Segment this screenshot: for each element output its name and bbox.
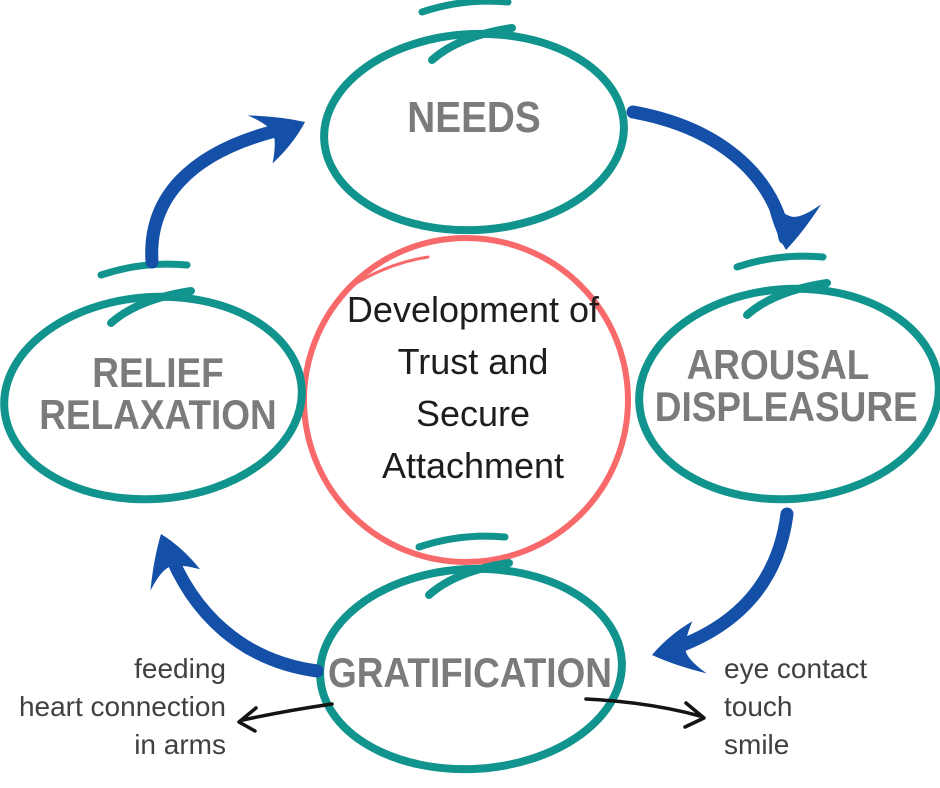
gratification-oval bbox=[316, 532, 626, 774]
annotation-right: eye contact touch smile bbox=[724, 650, 934, 764]
annotation-line: eye contact bbox=[724, 653, 868, 684]
annotation-line: feeding bbox=[134, 653, 226, 684]
center-title: Development of Trust and Secure Attachme… bbox=[346, 289, 600, 486]
arrow-arousal-to-gratification-icon bbox=[652, 507, 794, 674]
annotation-line: heart connection bbox=[18, 691, 226, 722]
arrow-gratification-to-relief-icon bbox=[150, 534, 324, 678]
stage-label-arousal-displeasure: AROUSAL DISPLEASURE bbox=[654, 341, 918, 430]
annotation-left: feeding heart connection in arms bbox=[0, 650, 226, 764]
annotation-arrow-right-icon bbox=[584, 697, 706, 729]
stage-label-relief-relaxation: RELIEF RELAXATION bbox=[39, 349, 277, 438]
annotation-line: touch bbox=[724, 691, 793, 722]
stage-label-needs: NEEDS bbox=[407, 93, 541, 142]
arrow-relief-to-needs-icon bbox=[145, 115, 305, 269]
annotation-arrow-left-icon bbox=[237, 702, 334, 733]
stage-label-gratification: GRATIFICATION bbox=[327, 649, 612, 696]
annotation-line: smile bbox=[724, 729, 790, 760]
relief-oval bbox=[0, 260, 306, 504]
arrow-needs-to-arousal-icon bbox=[626, 105, 822, 250]
annotation-line: in arms bbox=[134, 729, 226, 760]
